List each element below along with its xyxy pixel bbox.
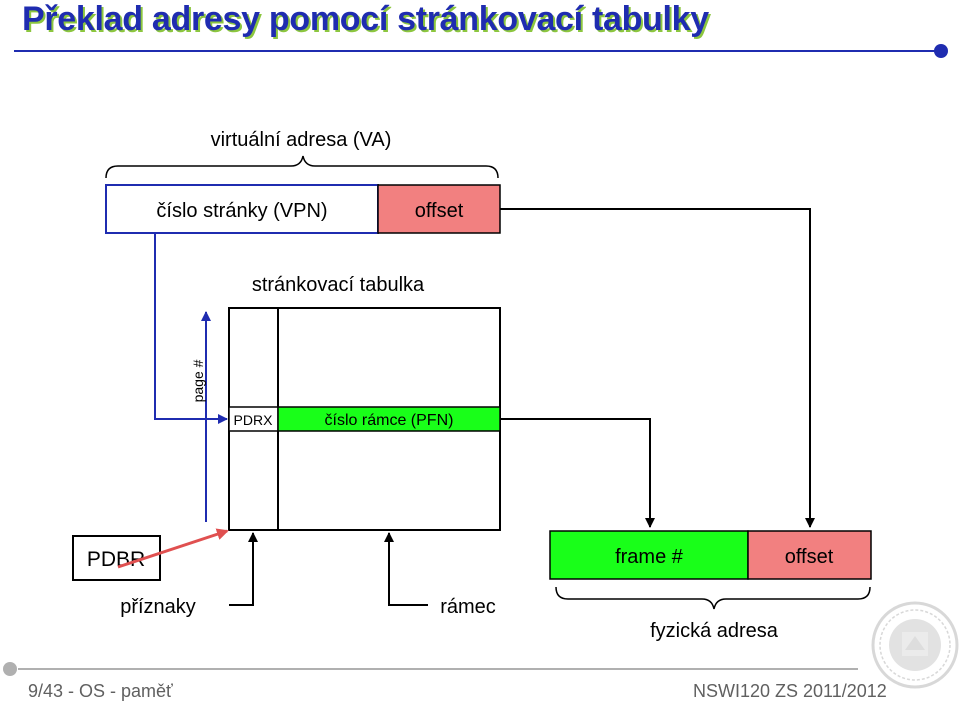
pa-brace [555,586,871,610]
pa-offset-label: offset [785,546,834,568]
header-dot-icon [934,44,948,58]
page-axis-label: page # [190,359,206,402]
pfn-cell [277,406,501,432]
vpn-box [105,184,379,234]
vpn-label: číslo stránky (VPN) [156,200,327,222]
footer-rule [3,662,858,676]
pfn-label: číslo rámce (PFN) [325,412,454,429]
frame-label: rámec [440,596,496,618]
flags-label: příznaky [120,596,196,618]
pdbr-label: PDBR [87,548,145,571]
pfn-arrow [500,418,655,528]
footer-right: NSWI120 ZS 2011/2012 [693,681,887,701]
footer-dot-icon [3,662,17,676]
pdbr-arrow [117,528,229,569]
va-label: virtuální adresa (VA) [211,129,392,151]
pdrx-label: PDRX [234,412,274,428]
frame-arrow [384,532,428,606]
pdrx-cell [228,406,279,432]
pa-offset-box [747,530,872,580]
table-label: stránkovací tabulka [252,274,425,296]
vpn-index-arrow [154,234,228,424]
footer-left: 9/43 - OS - paměť [28,681,173,701]
va-offset-label: offset [415,200,464,222]
flags-arrow [229,532,258,606]
slide-title: Překlad adresy pomocí stránkovací tabulk… [22,0,709,38]
header-rule [14,44,948,58]
frame-number-box [549,530,749,580]
va-brace [105,155,499,179]
offset-arrow [500,208,815,528]
pa-label: fyzická adresa [650,620,779,642]
university-seal-watermark [871,601,959,689]
frame-number-label: frame # [615,546,684,568]
va-offset-box [377,184,501,234]
